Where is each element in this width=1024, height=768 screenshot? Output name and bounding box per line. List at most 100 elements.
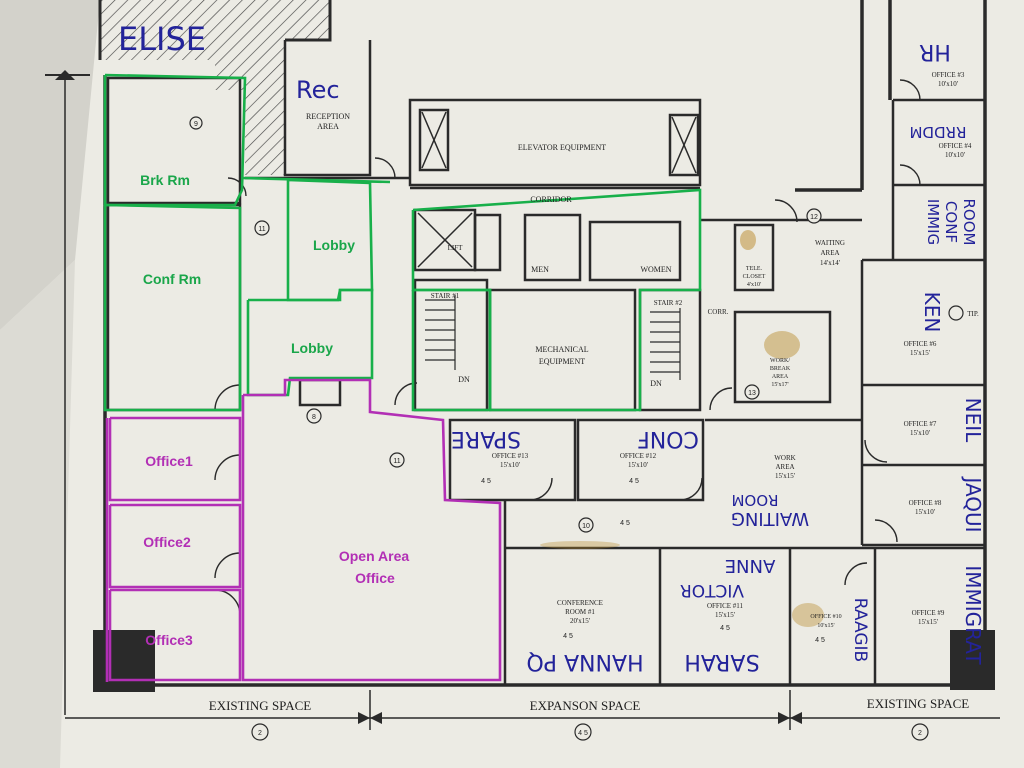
stair-2-treads <box>650 308 681 380</box>
interior-walls <box>106 40 985 685</box>
label-office-4: OFFICE #4 <box>939 142 972 150</box>
tag-45-conference: 4 5 <box>563 633 573 640</box>
label-stair-1: STAIR #1 <box>431 292 460 300</box>
door-swings <box>214 79 921 616</box>
label-dn-1: DN <box>458 375 470 384</box>
label-office-11-size: 15'x15' <box>715 611 735 619</box>
purple-highlights <box>105 378 502 682</box>
label-waiting-area-size: 14'x14' <box>820 259 840 267</box>
tag-11-a: 11 <box>258 226 265 233</box>
corner-column-left <box>93 630 155 692</box>
label-corridor: CORRIDOR <box>530 195 572 204</box>
label-tele-size: 4'x10' <box>747 282 761 288</box>
divider-arrow-2 <box>370 712 382 724</box>
tag-45-hall: 4 5 <box>620 520 630 527</box>
label-stair-2: STAIR #2 <box>654 299 683 307</box>
label-existing-space-left: EXISTING SPACE <box>209 698 312 713</box>
label-work-area-size: 15'x15' <box>775 472 795 480</box>
room-conf-rm: Conf Rm <box>143 271 201 287</box>
room-lobby-lower: Lobby <box>291 340 333 356</box>
label-men: MEN <box>531 265 549 274</box>
room-lobby-upper: Lobby <box>313 237 355 253</box>
label-existing-space-right: EXISTING SPACE <box>867 696 970 711</box>
label-office-12: OFFICE #12 <box>620 452 657 460</box>
tag-13: 13 <box>748 390 756 397</box>
tag-9: 9 <box>194 121 198 128</box>
label-work-break-2: BREAK <box>770 366 791 372</box>
label-work-break: WORK/ <box>770 358 790 364</box>
hand-hanna-pq: HANNA PQ <box>526 649 643 674</box>
wall-hatch-edge <box>285 0 332 42</box>
tag-45-office12: 4 5 <box>629 478 639 485</box>
label-office-11: OFFICE #11 <box>707 602 744 610</box>
label-waiting-area: WAITING <box>815 239 845 247</box>
divider-arrow-1 <box>358 712 370 724</box>
room-open-area: Open Area <box>339 548 409 564</box>
room-open-area-office: Office <box>355 570 395 586</box>
tag-45-office13: 4 5 <box>481 478 491 485</box>
stain-office-10 <box>792 603 824 627</box>
hand-rec: Rec <box>296 76 340 104</box>
label-office-6: OFFICE #6 <box>904 340 937 348</box>
label-work-area: WORK <box>774 454 795 462</box>
paper-edge <box>0 260 75 768</box>
stain-tele-closet <box>740 230 756 250</box>
hand-ken: KEN <box>920 292 944 333</box>
label-work-area-2: AREA <box>775 463 794 471</box>
hand-sarah: SARAH <box>684 649 759 674</box>
label-work-break-size: 15'x17' <box>771 382 788 388</box>
label-office-3r: OFFICE #3 <box>932 71 965 79</box>
label-office-8: OFFICE #8 <box>909 499 942 507</box>
label-dn-2: DN <box>650 379 662 388</box>
hand-immigrat: IMMIGRAT <box>961 565 985 665</box>
paper-fold-shadow <box>0 0 100 330</box>
label-office-9: OFFICE #9 <box>912 609 945 617</box>
label-lift: LIFT <box>448 244 464 252</box>
bottom-tag-2-left: 2 <box>258 730 262 737</box>
label-waiting-area-2: AREA <box>820 249 839 257</box>
label-office-10-size: 10'x15' <box>817 623 834 629</box>
room-office1: Office1 <box>145 453 193 469</box>
label-office-7-size: 15'x10' <box>910 429 930 437</box>
hand-immig: IMMIG <box>924 199 942 245</box>
label-conference-size: 20'x15' <box>570 617 590 625</box>
label-corr: CORR. <box>708 308 729 316</box>
label-elevator-equipment: ELEVATOR EQUIPMENT <box>518 143 606 152</box>
stain-hallway <box>540 541 620 549</box>
tag-11-b: 11 <box>393 458 400 465</box>
tag-12: 12 <box>810 214 818 221</box>
label-reception-area: AREA <box>317 122 339 131</box>
hand-immig-conf: CONF <box>942 201 960 243</box>
label-women: WOMEN <box>640 265 671 274</box>
label-office-8-size: 15'x10' <box>915 508 935 516</box>
label-conference: CONFERENCE <box>557 599 603 607</box>
divider-arrow-4 <box>790 712 802 724</box>
tag-circles <box>189 116 964 741</box>
room-office2: Office2 <box>143 534 191 550</box>
label-tip: TIP. <box>967 310 979 318</box>
label-conference-room: ROOM #1 <box>565 608 595 616</box>
label-office-10: OFFICE #10 <box>810 614 841 620</box>
tag-8: 8 <box>312 414 316 421</box>
hand-conf: CONF <box>637 426 699 451</box>
hand-elise: ELISE <box>118 20 206 58</box>
room-brk-rm: Brk Rm <box>140 172 190 188</box>
label-office-13-size: 15'x10' <box>500 461 520 469</box>
hand-waiting: WAITING <box>731 508 809 529</box>
label-office-3r-size: 10'x10' <box>938 80 958 88</box>
bottom-tag-45: 4 5 <box>578 730 588 737</box>
divider-arrow-3 <box>778 712 790 724</box>
room-office3: Office3 <box>145 632 193 648</box>
label-closet: CLOSET <box>743 274 766 280</box>
hand-waiting-room: ROOM <box>732 491 779 509</box>
hand-anne: ANNE <box>725 555 776 576</box>
label-office-4-size: 10'x10' <box>945 151 965 159</box>
label-office-12-size: 15'x10' <box>628 461 648 469</box>
label-office-7: OFFICE #7 <box>904 420 937 428</box>
hand-hr-dept: RRDDM <box>910 123 967 141</box>
stair-1-treads <box>425 295 456 370</box>
hand-jaqui: JAQUI <box>961 475 985 532</box>
